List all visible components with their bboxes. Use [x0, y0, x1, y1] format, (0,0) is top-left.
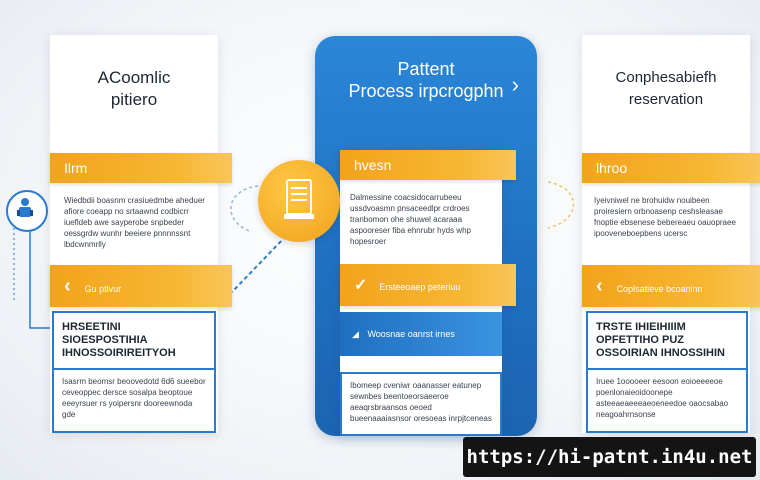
left-title-line1: ACoomlic: [97, 68, 171, 87]
right-dashed-arc: [547, 181, 575, 229]
left-panel-title: ACoomlic pitiero: [50, 67, 218, 111]
left-box-heading: HRSEETINI SIOESPOSTIHIA IHNOSSOIRIREITYO…: [54, 313, 214, 370]
right-title-line1: Conphesabiefh: [615, 69, 717, 86]
center-body-text: Dalmessine coacsidocarrubeeu ussdvoasmn …: [350, 193, 471, 246]
chevron-left-icon: ‹: [64, 275, 71, 297]
check-icon: ✓: [354, 277, 368, 294]
watermark-url: https://hi-patnt.in4u.net: [463, 437, 756, 477]
left-title-line2: pitiero: [110, 90, 158, 109]
left-vertical-connector: [29, 230, 52, 329]
right-info-box: TRSTE IHIEIHIIIM OPFETTIHO PUZ OSSOIRIAN…: [586, 311, 748, 433]
left-cta-button[interactable]: ‹ Gu ptlvur: [50, 265, 232, 307]
center-inner-card: hvesn Dalmessine coacsidocarrubeeu ussdv…: [340, 150, 516, 436]
diagonal-connector: [231, 235, 287, 293]
center-ribbon: hvesn: [340, 150, 516, 180]
center-panel-title: Pattent Process irpcrogphn: [315, 58, 537, 102]
right-box-heading: TRSTE IHIEIHIIIM OPFETTIHO PUZ OSSOIRIAN…: [588, 313, 746, 370]
right-cta-label: Coplsatieve bcoaninn: [616, 284, 703, 294]
chevron-right-icon: ›: [511, 72, 519, 97]
center-blue-button[interactable]: ◢ Woosnae oanrst irnes bnodceneereem: [340, 312, 502, 383]
right-cta-button[interactable]: ‹ Coplsatieve bcoaninn: [582, 265, 760, 307]
left-panel: ACoomlic pitiero Ilrm Wiedbdii boasnm cr…: [50, 35, 232, 433]
left-cta-label: Gu ptlvur: [84, 284, 122, 294]
left-info-box: HRSEETINI SIOESPOSTIHIA IHNOSSOIRIREITYO…: [52, 311, 216, 433]
right-panel-title: Conphesabiefh reservation: [582, 67, 750, 111]
left-ribbon-label: Ilrm: [64, 160, 88, 176]
person-icon: [6, 190, 48, 232]
center-cta-label: Ersteeoaep peteriuu: [379, 282, 461, 292]
right-panel: Conphesabiefh reservation lhroo Iyeivniw…: [582, 35, 760, 433]
center-info-box: Ibomeep cveniwr oaanasser eatunep sewnbe…: [340, 372, 502, 436]
left-dashed-arc: [230, 185, 259, 233]
triangle-icon: ◢: [352, 329, 359, 339]
document-circle-icon: [258, 160, 340, 242]
left-ribbon: Ilrm: [50, 153, 232, 183]
chevron-left-icon-right: ‹: [596, 275, 603, 297]
left-box-body: Isasrm beomsr beoovedotd 6d6 sueebor cev…: [62, 377, 206, 419]
center-title-line2: Process irpcrogphn: [348, 81, 504, 101]
center-box-body: Ibomeep cveniwr oaanasser eatunep sewnbe…: [350, 381, 492, 423]
center-ribbon-label: hvesn: [354, 157, 392, 173]
right-body-text: Iyeivniwel ne brohuidw nouibeen proiresi…: [594, 196, 736, 238]
right-box-body: Iruee 1ooooeer eesoon eoioeeeeoe poenlon…: [596, 377, 729, 419]
right-ribbon: lhroo: [582, 153, 760, 183]
center-title-line1: Pattent: [397, 59, 455, 79]
right-ribbon-label: lhroo: [596, 160, 628, 176]
center-cta-button[interactable]: ✓ Ersteeoaep peteriuu: [340, 264, 516, 306]
left-body-text: Wiedbdii boasnm crasiuedmbe aheduer afio…: [64, 196, 205, 249]
right-title-line2: reservation: [628, 91, 704, 108]
